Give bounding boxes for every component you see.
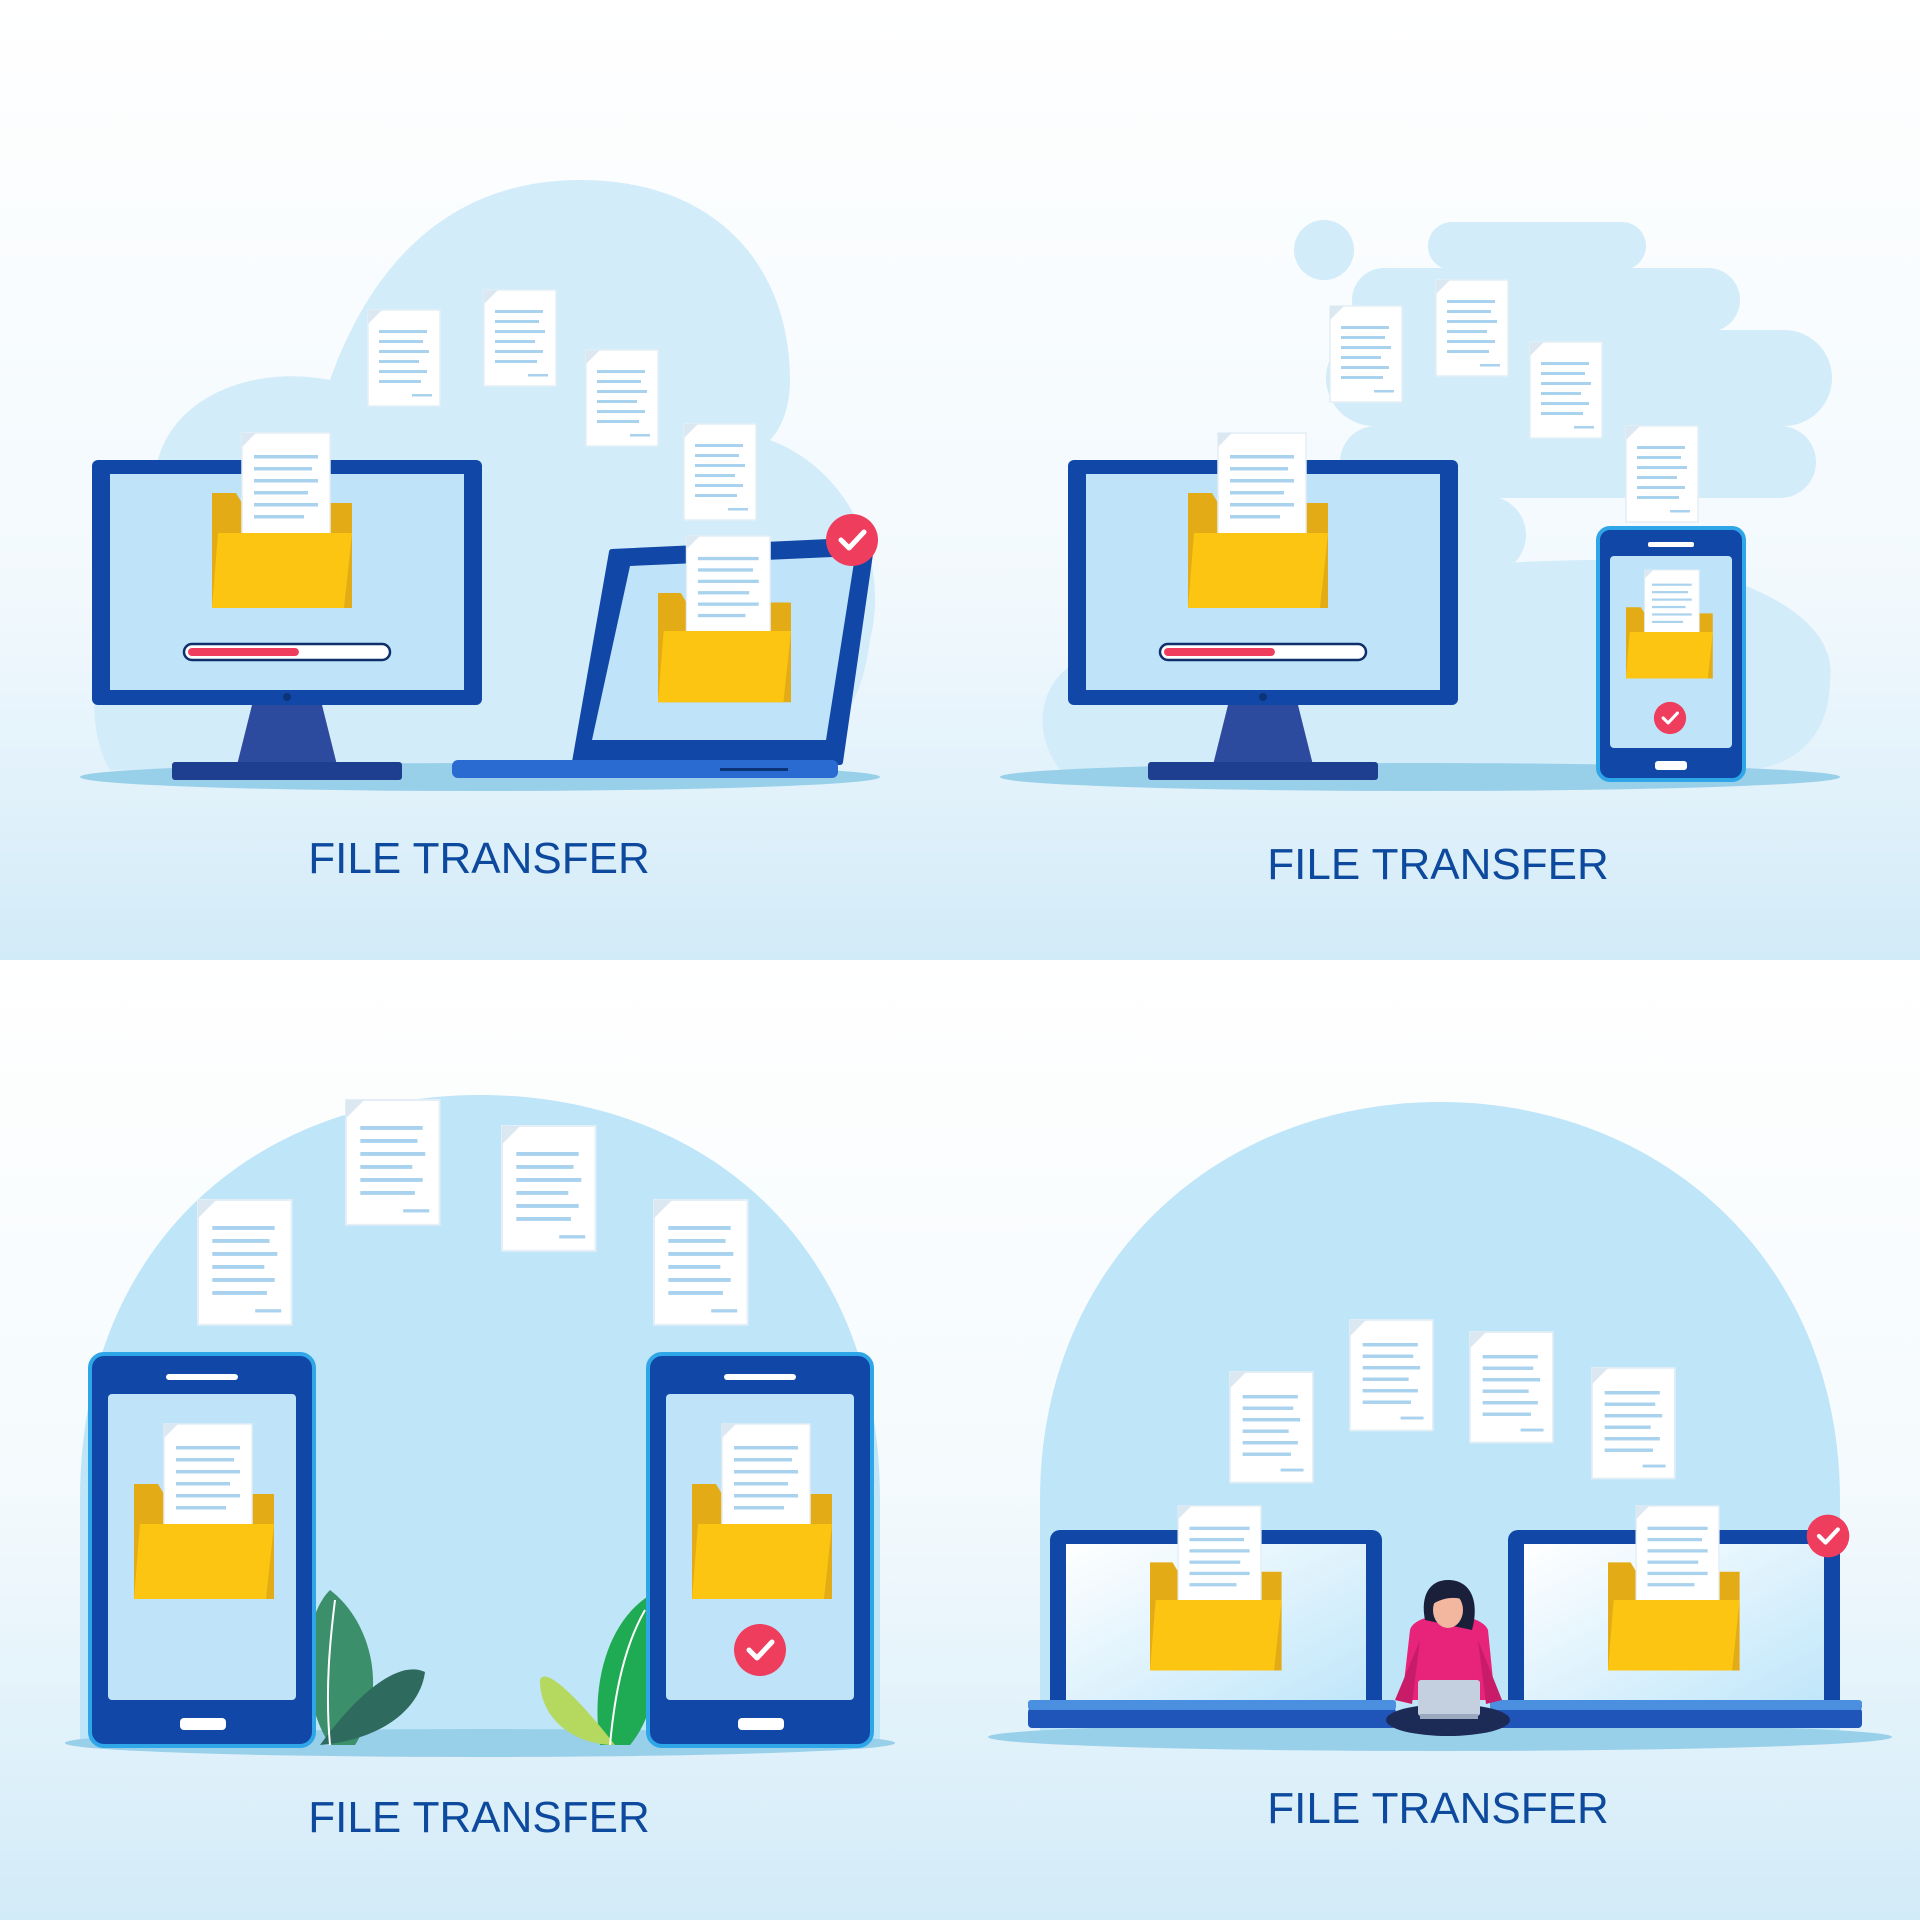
document-icon	[501, 1125, 597, 1252]
document-icon	[483, 289, 557, 387]
checkmark-icon	[1807, 1515, 1850, 1558]
desktop-monitor	[1066, 432, 1460, 782]
document-icon	[197, 1199, 293, 1326]
document-icon	[1229, 1371, 1314, 1484]
panel-caption: FILE TRANSFER	[1267, 1784, 1608, 1833]
document-icon	[345, 1099, 441, 1226]
document-icon	[1329, 305, 1403, 403]
document-icon	[1529, 341, 1603, 439]
checkmark-icon	[1652, 700, 1688, 736]
smartphone	[1596, 526, 1746, 782]
document-icon	[1625, 425, 1699, 523]
smartphone-left	[88, 1352, 316, 1748]
document-icon	[1349, 1319, 1434, 1432]
panel-laptop-to-laptop: FILE TRANSFER	[988, 1102, 1892, 1833]
panel-monitor-to-laptop: FILE TRANSFER	[80, 180, 880, 883]
checkmark-icon	[734, 1624, 786, 1676]
document-icon	[585, 349, 659, 447]
panel-caption: FILE TRANSFER	[308, 1793, 649, 1842]
laptop	[452, 514, 878, 778]
desktop-monitor	[90, 432, 484, 782]
leaf-icon	[307, 1590, 425, 1746]
laptop-right	[1490, 1505, 1862, 1728]
panel-caption: FILE TRANSFER	[308, 834, 649, 883]
floor-shadow	[988, 1723, 1892, 1751]
document-icon	[1435, 279, 1509, 377]
document-icon	[1469, 1331, 1554, 1444]
leaf-icon	[540, 1595, 659, 1746]
progress-fill	[1164, 648, 1275, 656]
smartphone-right	[646, 1352, 874, 1748]
laptop-left	[1028, 1505, 1396, 1728]
document-icon	[1591, 1367, 1676, 1480]
panel-phone-to-phone: FILE TRANSFER	[65, 1095, 895, 1842]
panel-caption: FILE TRANSFER	[1267, 840, 1608, 889]
document-icon	[653, 1199, 749, 1326]
document-icon	[683, 423, 757, 521]
checkmark-icon	[826, 514, 878, 566]
document-icon	[367, 309, 441, 407]
person-icon	[1386, 1580, 1510, 1736]
panel-monitor-to-phone: FILE TRANSFER	[1000, 220, 1840, 889]
progress-fill	[188, 648, 299, 656]
